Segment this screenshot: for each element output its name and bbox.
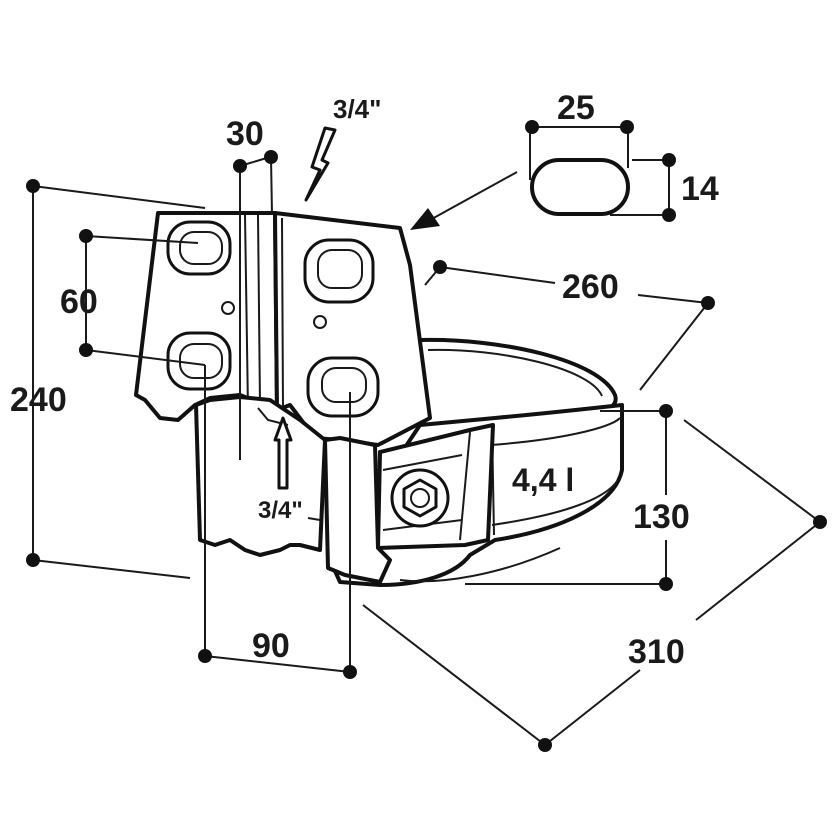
label-height-130: 130	[633, 498, 690, 536]
label-slot-height-14: 14	[681, 170, 719, 208]
label-offset-30: 30	[226, 115, 264, 153]
bracket-leg-left	[194, 395, 327, 557]
label-capacity: 4,4 l	[512, 462, 574, 498]
dimension-offset-30	[233, 150, 278, 460]
water-bowl-illustration	[134, 211, 624, 587]
slot-lower-right	[306, 356, 380, 418]
inlet-arrow-bottom	[273, 416, 321, 521]
bracket-leg-right	[323, 436, 392, 584]
dimension-depth-260	[424, 260, 715, 391]
label-depth-260: 260	[562, 268, 619, 306]
dimension-height-240	[26, 179, 206, 579]
dimension-hole-spacing-60	[79, 229, 206, 366]
label-inlet-top: 3/4"	[333, 94, 381, 124]
label-height-240: 240	[10, 381, 67, 419]
label-slot-width-25: 25	[557, 89, 595, 127]
dimension-height-130	[465, 404, 673, 591]
slot-upper-left	[166, 220, 232, 276]
label-hole-spacing-60: 60	[60, 283, 98, 321]
slot-detail	[410, 120, 676, 230]
dimension-width-310	[362, 419, 827, 752]
inlet-arrow-top	[304, 126, 337, 202]
dimension-hole-spacing-90	[198, 365, 357, 679]
label-width-310: 310	[628, 633, 685, 671]
label-inlet-bottom: 3/4"	[258, 497, 303, 524]
oval-slot-shape	[530, 158, 630, 216]
label-hole-spacing-90: 90	[252, 627, 290, 665]
